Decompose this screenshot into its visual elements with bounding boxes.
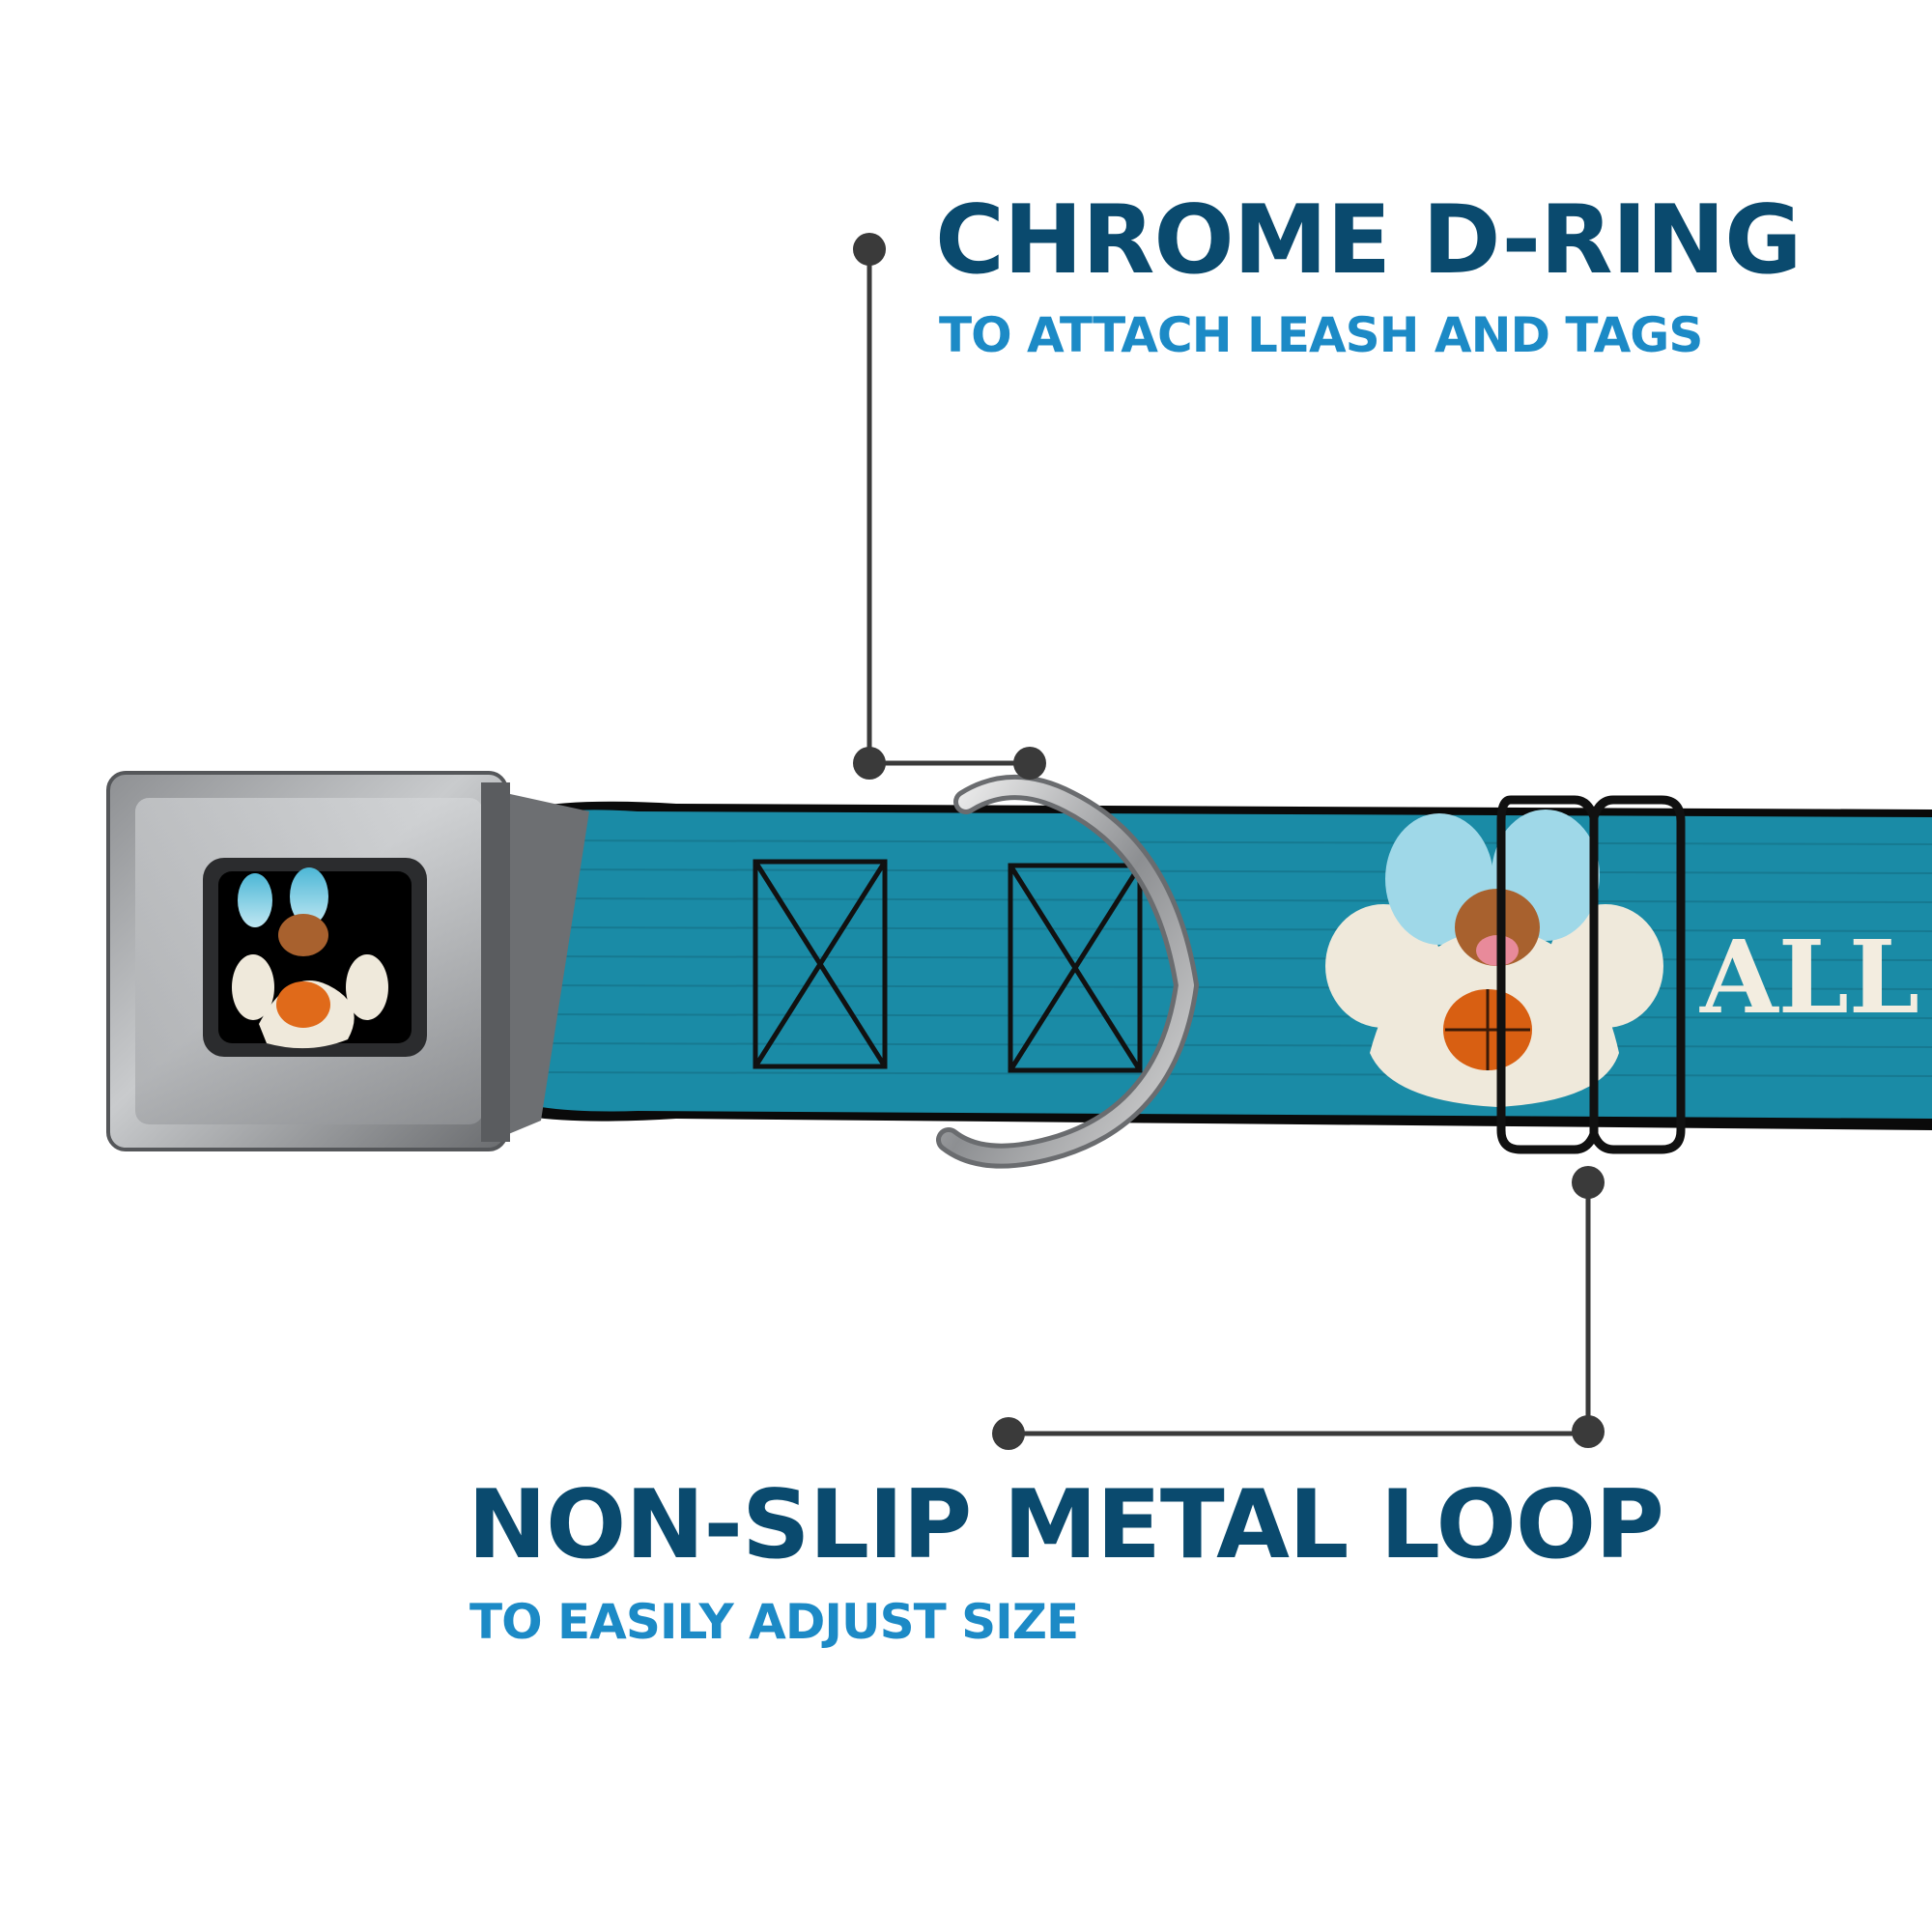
- d-ring-leader-line: [853, 233, 1046, 780]
- metal-loop-slider[interactable]: [1496, 795, 1686, 1154]
- d-ring-callout-subtitle: TO ATTACH LEASH AND TAGS: [939, 307, 1703, 363]
- seatbelt-buckle[interactable]: [106, 771, 510, 1151]
- loop-callout-subtitle: TO EASILY ADJUST SIZE: [469, 1594, 1079, 1650]
- box-stitch-left: [753, 859, 888, 1069]
- d-ring-callout-title: CHROME D-RING: [935, 185, 1803, 296]
- buckle-tab: [493, 790, 589, 1140]
- loop-callout-title: NON-SLIP METAL LOOP: [468, 1470, 1664, 1580]
- loop-leader-line: [992, 1166, 1605, 1450]
- box-stitch-right: [1008, 863, 1143, 1073]
- d-ring[interactable]: [936, 775, 1200, 1169]
- strap-paw-print: [1325, 810, 1663, 1107]
- strap-printed-text: ALL: [1699, 918, 1919, 1037]
- buckle-paw-logo: [232, 867, 388, 1049]
